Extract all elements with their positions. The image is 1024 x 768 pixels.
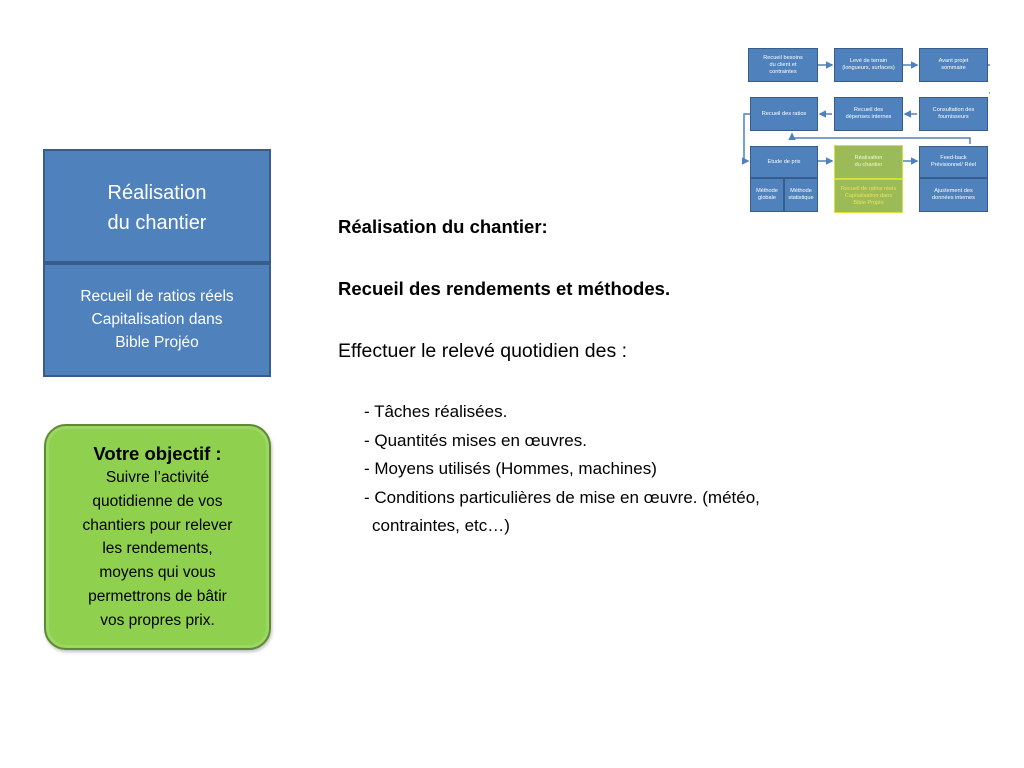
- stage-description: Recueil de ratios réels Capitalisation d…: [43, 263, 271, 377]
- step-label: données internes: [932, 195, 975, 201]
- process-diagram: Recueil besoins du client et contraintes…: [740, 44, 990, 216]
- step-data-adjustment: Ajustement des données internes: [919, 178, 988, 212]
- objective-line: Suivre l’activité: [105, 469, 210, 486]
- step-global-method: Méthode globale: [750, 178, 784, 212]
- objective-line: les rendements,: [102, 540, 213, 558]
- objective-box: Votre objectif : Suivre l’activité quoti…: [44, 424, 271, 650]
- step-label: Levé de terrain: [849, 58, 888, 64]
- step-label: Réalisation: [854, 155, 883, 161]
- arrow: [788, 132, 971, 144]
- step-label: Recueil besoins: [763, 54, 803, 61]
- list-item: - Moyens utilisés (Hommes, machines): [364, 459, 657, 478]
- step-label: dépenses internes: [845, 114, 892, 120]
- step-preliminary-project: Avant projet sommaire: [919, 48, 988, 82]
- list-item: - Conditions particulières de mise en œu…: [364, 487, 760, 507]
- task-list: - Tâches réalisées. - Quantités mises en…: [364, 398, 760, 541]
- step-internal-costs: Recueil des dépenses internes: [834, 97, 903, 131]
- step-label: Méthode: [756, 188, 778, 194]
- step-ratio-collection: Recueil des ratios: [750, 97, 818, 131]
- step-site-survey: Levé de terrain (longueurs, surfaces): [834, 48, 903, 82]
- list-item: - Quantités mises en œuvres.: [364, 430, 587, 450]
- objective-line: permettrons de bâtir: [88, 587, 227, 605]
- objective-line: moyens qui vous: [99, 564, 216, 582]
- diagram-arrows: [742, 61, 990, 165]
- step-label: Prévisionnel/ Réel: [930, 162, 977, 168]
- stage-description-line: Bible Projéo: [115, 334, 199, 351]
- stage-title-line: Réalisation: [107, 182, 207, 204]
- step-statistical-method: Méthode statistique: [784, 178, 818, 212]
- step-site-realisation: Réalisation du chantier: [834, 145, 903, 179]
- step-label: Consultation des: [932, 107, 975, 113]
- stage-title: Réalisation du chantier: [43, 149, 271, 263]
- main-intro: Effectuer le relevé quotidien des :: [338, 340, 628, 362]
- stage-description-line: Capitalisation dans: [91, 311, 223, 328]
- step-feedback: Feed-back Prévisionnel/ Réel: [919, 146, 988, 178]
- step-label: Recueil de ratios réels: [840, 185, 897, 192]
- step-supplier-consultation: Consultation des fournisseurs: [919, 97, 988, 131]
- objective-line: quotidienne de vos: [92, 492, 223, 510]
- stage-description-line: Recueil de ratios réels: [80, 288, 234, 305]
- objective-line: vos propres prix.: [100, 611, 215, 629]
- objective-line: chantiers pour relever: [82, 516, 233, 534]
- step-label: fournisseurs: [938, 114, 969, 120]
- step-label: Avant projet: [938, 58, 969, 64]
- list-item: contraintes, etc…): [372, 516, 510, 535]
- step-label: Ajustement des: [934, 188, 973, 194]
- step-label: Méthode: [790, 188, 812, 194]
- list-item: - Tâches réalisées.: [364, 402, 508, 421]
- step-label: Recueil des: [853, 107, 884, 113]
- step-label: contraintes: [769, 68, 797, 75]
- step-label: Etude de prix: [767, 158, 801, 165]
- step-label: sommaire: [941, 65, 966, 71]
- step-label: statistique: [788, 195, 814, 201]
- step-client-needs: Recueil besoins du client et contraintes: [748, 48, 818, 82]
- step-label: Feed-back: [940, 155, 967, 161]
- step-label: du client et: [769, 61, 797, 68]
- step-label: (longueurs, surfaces): [842, 65, 895, 71]
- step-label: du chantier: [854, 162, 883, 168]
- step-price-study: Etude de prix: [750, 146, 818, 178]
- arrow: [988, 64, 990, 94]
- step-label: Bible Projéo: [853, 199, 884, 206]
- stage-title-line: du chantier: [107, 212, 207, 234]
- arrow: [742, 113, 750, 165]
- stage-box: Réalisation du chantier Recueil de ratio…: [43, 149, 271, 377]
- main-subheading: Recueil des rendements et méthodes.: [338, 278, 671, 299]
- step-label: globale: [757, 195, 777, 201]
- step-label: Capitalisation dans: [844, 192, 893, 199]
- step-label: Recueil des ratios: [761, 110, 807, 117]
- step-site-realisation-detail: Recueil de ratios réels Capitalisation d…: [834, 179, 903, 213]
- objective-title: Votre objectif :: [93, 443, 222, 464]
- main-heading: Réalisation du chantier:: [338, 216, 548, 237]
